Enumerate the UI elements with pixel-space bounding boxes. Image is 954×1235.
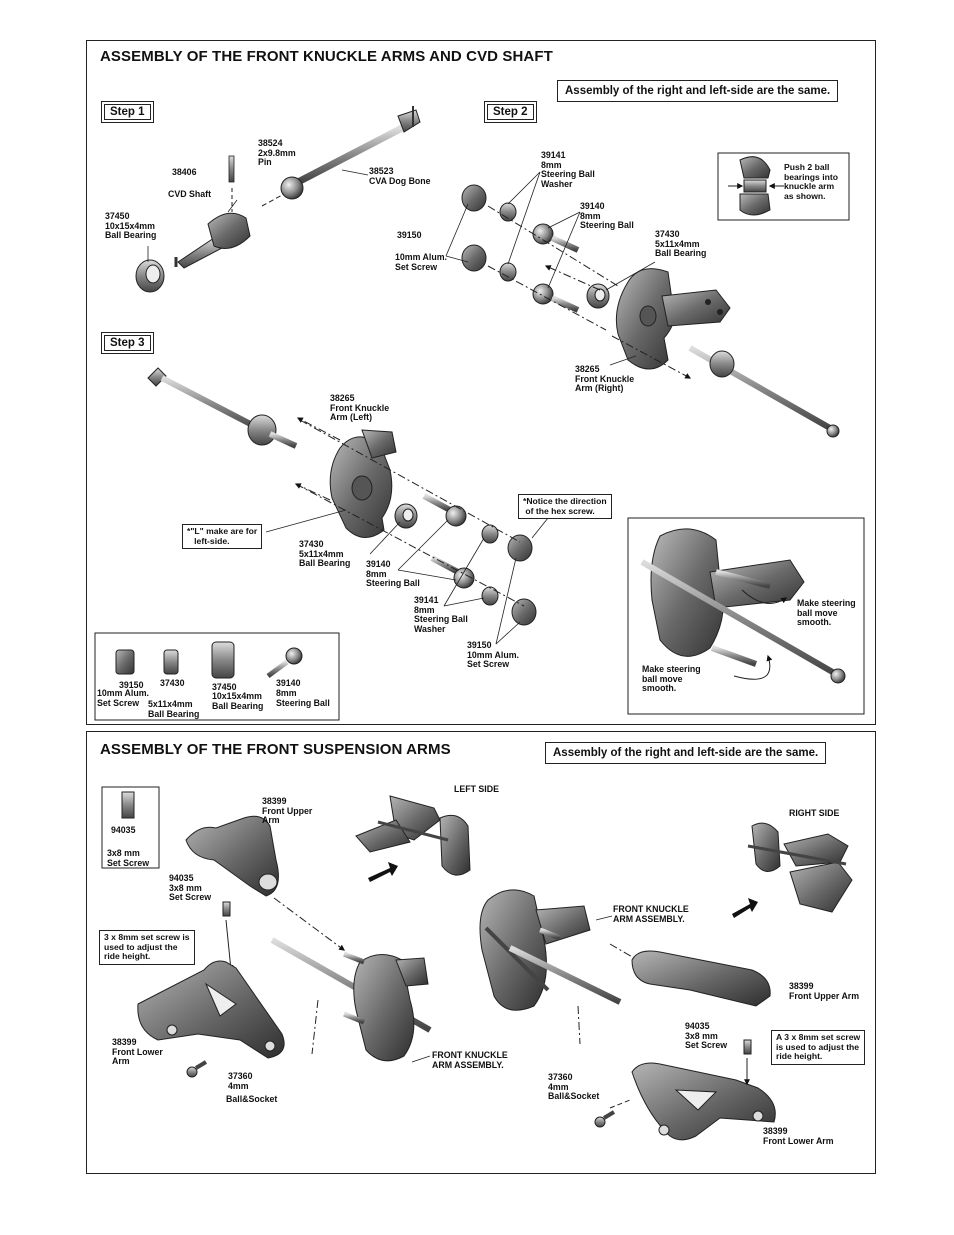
smooth-note-lower: Make steering ball move smooth. <box>642 664 701 694</box>
front-upper-arm-left <box>185 815 279 897</box>
legend-ball-desc: 8mm Steering Ball <box>276 688 330 708</box>
set-screw-parts-left <box>507 534 537 626</box>
bearing-inset-image <box>728 156 784 216</box>
legend-set-screw-icon <box>121 791 135 819</box>
suspension-assembly-panel <box>86 731 876 1174</box>
ride-height-note-left: 3 x 8mm set screw is used to adjust the … <box>99 930 195 965</box>
label-setscrew-left: 94035 3x8 mm Set Screw <box>169 873 212 903</box>
legend-bearing10-desc: 10x15x4mm Ball Bearing <box>212 691 264 711</box>
label-cvd-shaft-number: 38406 <box>172 167 197 177</box>
label-lower-arm-right: 38399 Front Lower Arm <box>763 1126 834 1146</box>
label-setscrew-right-number: 39150 <box>397 230 422 240</box>
step3-label: Step 3 <box>101 332 154 354</box>
knuckle-assembly-right <box>479 889 622 1011</box>
label-ball-left: 39140 8mm Steering Ball <box>366 559 420 589</box>
legend-setscrew-part: 39150 <box>119 680 144 690</box>
label-right-side: RIGHT SIDE <box>789 808 840 818</box>
direction-arrow-right <box>732 898 758 918</box>
legend-bearing10-part: 37450 <box>212 682 237 692</box>
label-upper-arm-left: 38399 Front Upper Arm <box>262 796 313 826</box>
label-left-side: LEFT SIDE <box>454 784 499 794</box>
label-dog-bone: 38523 CVA Dog Bone <box>369 166 431 186</box>
hex-direction-note: *Notice the direction of the hex screw. <box>518 494 612 520</box>
assembled-view-left <box>355 795 471 876</box>
legend-94035-part: 94035 <box>111 825 136 835</box>
label-upper-arm-right: 38399 Front Upper Arm <box>789 981 860 1001</box>
front-lower-arm-right <box>631 1062 776 1141</box>
label-ball-socket-right: 37360 4mm Ball&Socket <box>548 1072 600 1102</box>
label-knuckle-right: 38265 Front Knuckle Arm (Right) <box>575 364 635 394</box>
front-knuckle-right <box>615 268 731 370</box>
ball-bearing-5x11-right <box>586 283 610 309</box>
label-ball-right: 39140 8mm Steering Ball <box>580 201 634 231</box>
label-bearing-5x11-right: 37430 5x11x4mm Ball Bearing <box>655 229 707 259</box>
set-screw-right <box>743 1039 752 1055</box>
shaft-left <box>147 367 298 449</box>
knuckle-assembly-left <box>270 937 432 1062</box>
knuckle-assembly-panel <box>86 40 876 725</box>
direction-arrow-left <box>368 862 398 882</box>
section1-same-note: Assembly of the right and left-side are … <box>557 80 839 102</box>
label-setscrew-right: 10mm Alum. Set Screw <box>395 252 447 272</box>
set-screw-left <box>222 901 231 917</box>
step1-label: Step 1 <box>101 101 154 123</box>
legend-ball-part: 39140 <box>276 678 301 688</box>
ball-bearing-5x11-left <box>394 503 418 529</box>
cvd-shaft <box>174 212 251 269</box>
step2-label: Step 2 <box>484 101 537 123</box>
legend-bearing5-part: 37430 <box>160 678 185 688</box>
section2-same-note: Assembly of the right and left-side are … <box>545 742 827 764</box>
label-setscrew-right: 94035 3x8 mm Set Screw <box>685 1021 728 1051</box>
front-lower-arm-left <box>137 960 285 1059</box>
label-washer-left: 39141 8mm Steering Ball Washer <box>414 595 468 634</box>
label-bearing-5x11-left: 37430 5x11x4mm Ball Bearing <box>299 539 351 569</box>
legend-icons <box>115 641 303 679</box>
steering-ball-parts-left <box>422 493 475 589</box>
label-knuckle-left: 38265 Front Knuckle Arm (Left) <box>330 393 390 423</box>
ball-socket-left <box>186 1060 208 1078</box>
legend-bearing5-desc: 5x11x4mm Ball Bearing <box>148 699 200 719</box>
smooth-note-upper: Make steering ball move smooth. <box>797 598 856 628</box>
section2-title: ASSEMBLY OF THE FRONT SUSPENSION ARMS <box>100 741 451 758</box>
label-lower-arm-left: 38399 Front Lower Arm <box>112 1037 163 1067</box>
label-knuckle-assembly-right: FRONT KNUCKLE ARM ASSEMBLY. <box>613 904 689 924</box>
bearing-push-note: Push 2 ball bearings into knuckle arm as… <box>784 162 838 201</box>
label-knuckle-assembly-left: FRONT KNUCKLE ARM ASSEMBLY. <box>432 1050 508 1070</box>
front-upper-arm-right <box>631 950 771 1007</box>
ball-socket-right <box>594 1110 616 1128</box>
l-mark-note: *"L" make are for left-side. <box>182 524 263 550</box>
washer-parts-left <box>481 524 499 606</box>
label-pin: 38524 2x9.8mm Pin <box>258 138 296 168</box>
label-setscrew-left: 39150 10mm Alum. Set Screw <box>467 640 519 670</box>
legend-setscrew-desc: 10mm Alum. Set Screw <box>97 688 149 708</box>
ball-bearing-10x15 <box>135 259 165 293</box>
legend-94035-desc: 3x8 mm Set Screw <box>107 848 150 868</box>
ride-height-note-right: A 3 x 8mm set screw is used to adjust th… <box>771 1030 866 1065</box>
label-ball-socket-left-name: Ball&Socket <box>226 1094 278 1104</box>
pin-part <box>228 155 235 183</box>
assembled-view-right <box>747 822 853 913</box>
washer-parts-right <box>499 202 517 282</box>
smooth-inset-image <box>640 528 846 684</box>
cva-dog-bone <box>280 106 421 200</box>
label-ball-socket-left: 37360 4mm <box>228 1071 253 1091</box>
label-bearing-10x15: 37450 10x15x4mm Ball Bearing <box>105 211 157 241</box>
label-washer-right: 39141 8mm Steering Ball Washer <box>541 150 595 189</box>
label-cvd-shaft: CVD Shaft <box>168 189 212 199</box>
section1-title: ASSEMBLY OF THE FRONT KNUCKLE ARMS AND C… <box>100 48 553 65</box>
shaft-right <box>688 345 840 438</box>
